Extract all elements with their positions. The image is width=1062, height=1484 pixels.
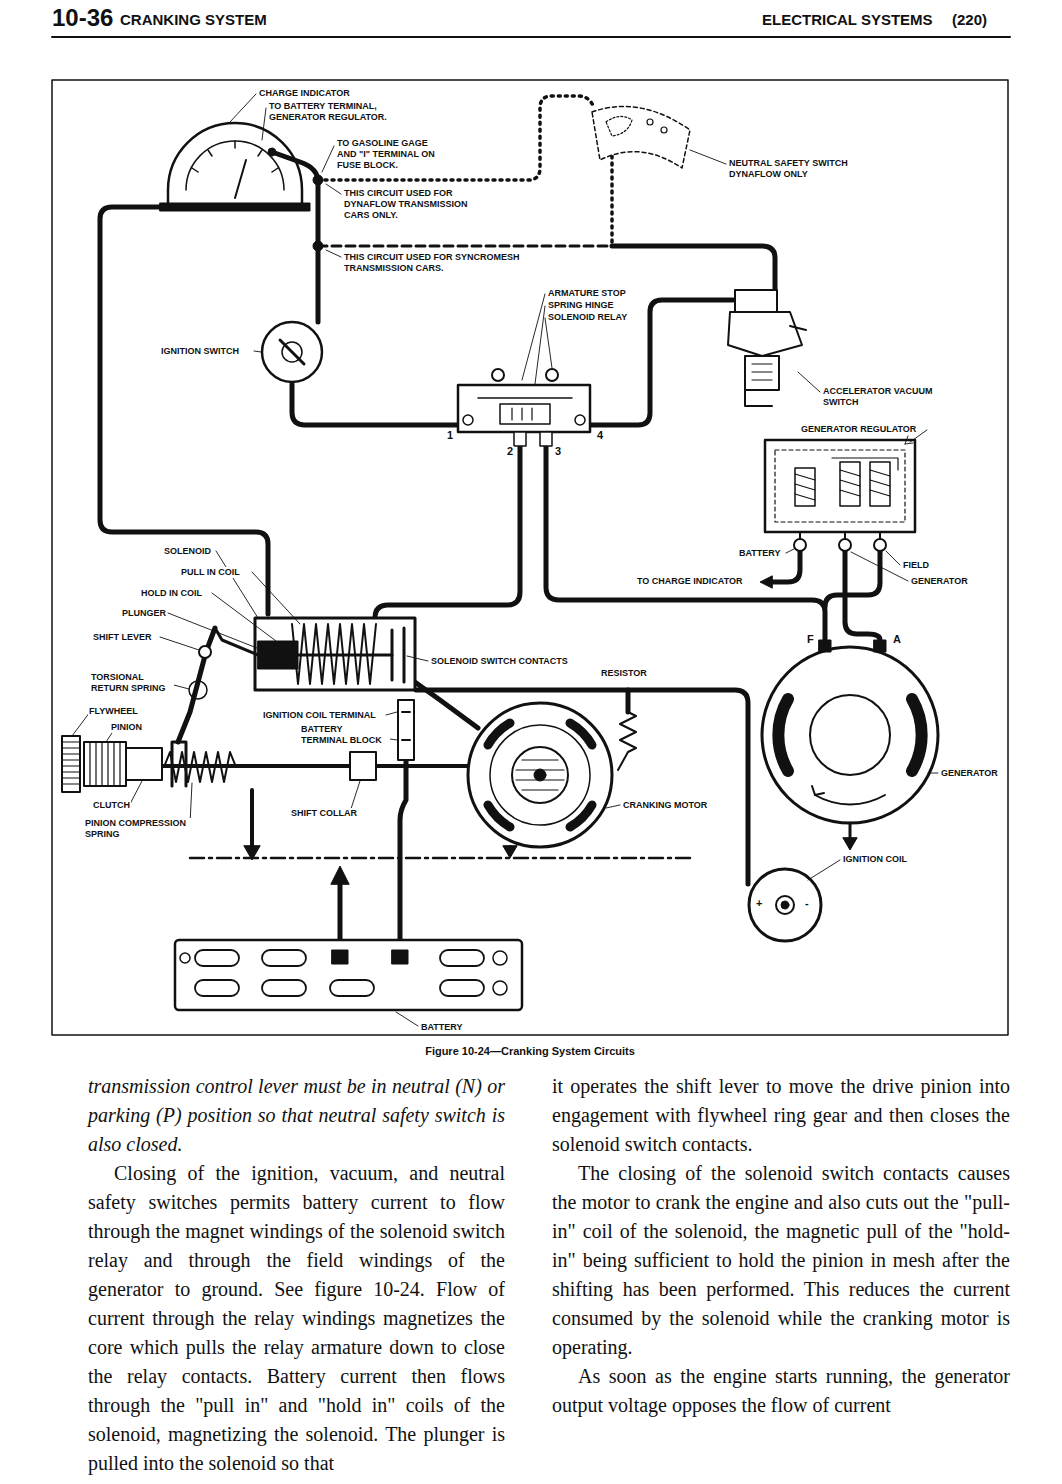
body-paragraph: As soon as the engine starts running, th… <box>552 1362 1010 1420</box>
part-label: SOLENOID SWITCH CONTACTS <box>430 656 569 667</box>
terminal-label: GENERATOR <box>910 576 969 587</box>
part-label: ARMATURE STOP <box>547 288 627 299</box>
chapter-title: ELECTRICAL SYSTEMS <box>762 11 933 29</box>
part-label: CHARGE INDICATOR <box>258 88 351 99</box>
part-label: IGNITION COIL TERMINAL <box>262 710 377 721</box>
terminal-label: FIELD <box>902 560 930 571</box>
part-label: NEUTRAL SAFETY SWITCH DYNAFLOW ONLY <box>728 158 860 180</box>
part-label: SHIFT COLLAR <box>290 808 358 819</box>
note-label: THIS CIRCUIT USED FOR SYNCROMESH TRANSMI… <box>343 252 540 274</box>
part-label: GENERATOR <box>940 768 999 779</box>
terminal-number: 3 <box>554 446 562 457</box>
part-label: PULL IN COIL <box>180 567 241 578</box>
part-label: RESISTOR <box>600 668 648 679</box>
part-label: TORSIONAL RETURN SPRING <box>90 672 174 694</box>
figure-caption: Figure 10-24—Cranking System Circuits <box>52 1045 1008 1058</box>
body-paragraph: it operates the shift lever to move the … <box>552 1072 1010 1159</box>
text-column: transmission control lever must be in ne… <box>88 1072 505 1478</box>
body-paragraph: transmission control lever must be in ne… <box>88 1072 505 1159</box>
terminal-label: A <box>892 634 902 645</box>
body-paragraph: The closing of the solenoid switch conta… <box>552 1159 1010 1362</box>
part-label: BATTERY <box>420 1022 464 1033</box>
part-label: SHIFT LEVER <box>92 632 153 643</box>
note-label: TO CHARGE INDICATOR <box>636 576 744 587</box>
part-label: HOLD IN COIL <box>140 588 203 599</box>
section-title: CRANKING SYSTEM <box>120 11 267 29</box>
text-column: it operates the shift lever to move the … <box>552 1072 1010 1420</box>
terminal-label: BATTERY <box>738 548 782 559</box>
part-label: SOLENOID RELAY <box>547 312 628 323</box>
page-index: (220) <box>952 11 987 29</box>
part-label: FLYWHEEL <box>88 706 139 717</box>
part-label: ACCELERATOR VACUUM SWITCH <box>822 386 949 408</box>
part-label: IGNITION SWITCH <box>160 346 240 357</box>
note-label: THIS CIRCUIT USED FOR DYNAFLOW TRANSMISS… <box>343 188 477 220</box>
polarity-sign: + <box>755 898 763 909</box>
terminal-number: 1 <box>446 430 454 441</box>
page-number: 10-36 <box>52 5 113 31</box>
part-label: SPRING HINGE <box>547 300 615 311</box>
part-label: PLUNGER <box>121 608 167 619</box>
part-label: BATTERY TERMINAL BLOCK <box>300 724 390 746</box>
note-label: TO BATTERY TERMINAL, GENERATOR REGULATOR… <box>268 101 400 123</box>
note-label: TO GASOLINE GAGE AND "I" TERMINAL ON FUS… <box>336 138 446 170</box>
part-label: PINION <box>110 722 143 733</box>
terminal-number: 2 <box>506 446 514 457</box>
polarity-sign: - <box>804 898 810 909</box>
part-label: CLUTCH <box>92 800 131 811</box>
part-label: SOLENOID <box>163 546 212 557</box>
part-label: GENERATOR REGULATOR <box>800 424 917 435</box>
part-label: IGNITION COIL <box>842 854 908 865</box>
part-label: PINION COMPRESSION SPRING <box>84 818 198 840</box>
terminal-number: 4 <box>596 430 604 441</box>
body-paragraph: Closing of the ignition, vacuum, and neu… <box>88 1159 505 1478</box>
part-label: CRANKING MOTOR <box>622 800 708 811</box>
terminal-label: F <box>806 634 815 645</box>
